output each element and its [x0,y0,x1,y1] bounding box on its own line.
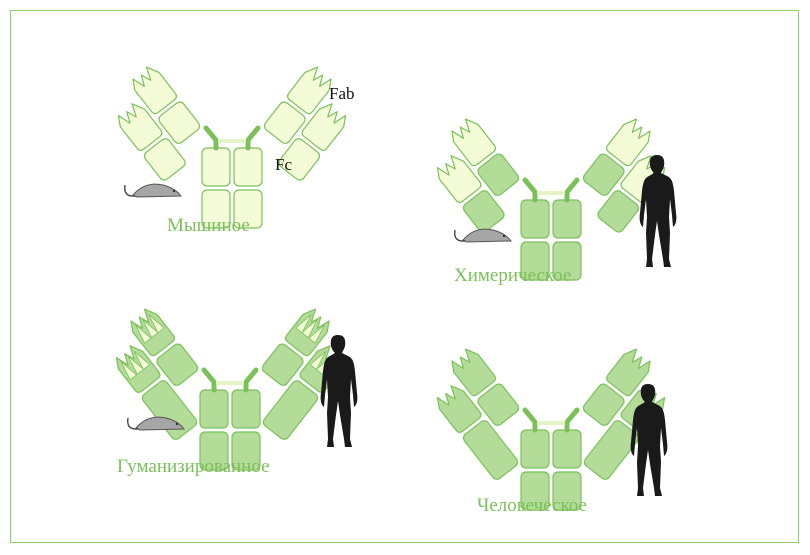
fc-domain [553,200,581,238]
light-constant-domain [140,379,198,442]
fc-domain [200,390,228,428]
antibody-mouse [101,63,363,228]
light-constant-domain [261,379,319,442]
hinge-region [204,370,214,390]
fab-region-label: Fab [329,84,355,104]
fab-arm-left [101,63,214,182]
hinge-region [248,128,258,148]
panel-label-human: Человеческое [477,495,587,517]
panel-label-mouse: Мышиное [167,215,250,237]
fc-domain [202,148,230,186]
fc-domain [553,430,581,468]
fc-domain [232,390,260,428]
panel-label-chimeric: Химерическое [454,265,571,287]
hinge-region [567,410,577,430]
fc-domain [521,200,549,238]
fab-arm-right [250,63,363,182]
fc-domain [521,430,549,468]
hinge-region [206,128,216,148]
hinge-region [525,180,535,200]
hinge-region [525,410,535,430]
fc-region-label: Fc [275,155,292,175]
mouse-icon [455,229,511,242]
panel-label-humanized: Гуманизированное [117,456,270,478]
fc-domain [234,148,262,186]
mouse-icon [125,184,181,197]
hinge-region [246,370,256,390]
light-constant-domain [461,419,519,482]
fab-arm-left [420,115,533,234]
hinge-region [567,180,577,200]
